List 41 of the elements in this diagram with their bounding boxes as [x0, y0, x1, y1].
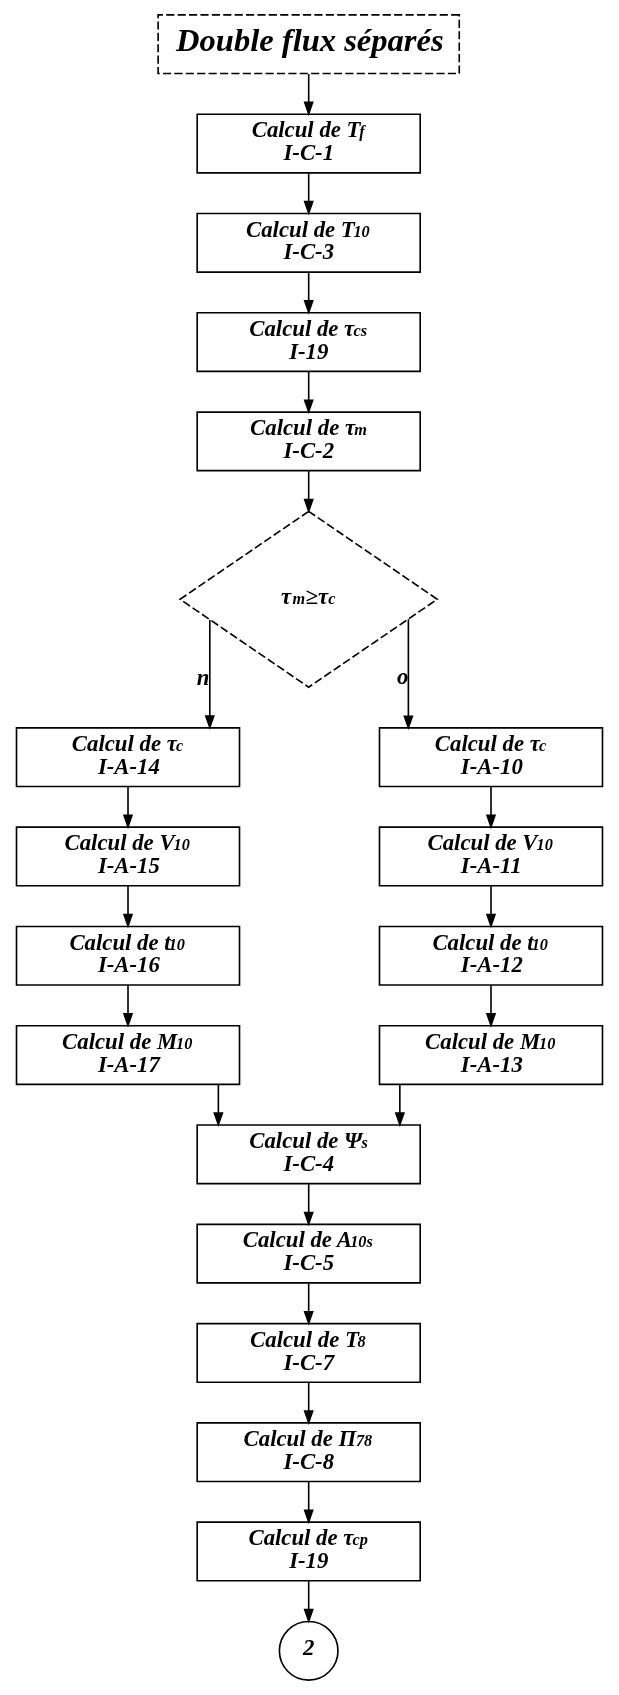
node-box: Calcul de τcs I-19	[196, 311, 421, 373]
node-circle: 2	[278, 1620, 339, 1681]
node-box: Calcul de τcp I-19	[196, 1521, 421, 1582]
arrow	[303, 470, 314, 514]
arrow	[403, 618, 414, 731]
node-box: Calcul de Π78 I-C-8	[196, 1422, 421, 1483]
node-box: Calcul de T10 I-C-3	[196, 212, 421, 273]
node-box: Calcul de t10 I-A-12	[378, 925, 604, 986]
arrow	[303, 1381, 314, 1425]
node-box: Calcul de τc I-A-10	[378, 727, 604, 788]
arrow	[122, 885, 134, 929]
arrow	[394, 1084, 405, 1127]
arrow	[303, 371, 314, 415]
arrow	[303, 1282, 314, 1326]
node-box: Calcul de Ψs I-C-4	[196, 1124, 421, 1185]
edge-label: o	[396, 664, 409, 690]
node-box: Calcul de τm I-C-2	[196, 411, 421, 472]
node-box: Calcul de τc I-A-14	[15, 727, 241, 788]
arrow	[122, 786, 134, 830]
node-box: Calcul de M10 I-A-13	[378, 1024, 604, 1086]
arrow	[485, 984, 497, 1028]
arrow	[303, 1481, 314, 1525]
arrow	[213, 1084, 224, 1127]
arrow	[485, 786, 497, 830]
node-box: Calcul de t10 I-A-16	[15, 925, 241, 986]
node-box: Double flux séparés	[157, 14, 461, 75]
arrow	[122, 984, 134, 1028]
arrow	[485, 885, 497, 929]
arrow	[303, 172, 314, 216]
arrow	[204, 619, 215, 730]
node-box: Calcul de M10 I-A-17	[15, 1024, 241, 1086]
node-box: Calcul de V10 I-A-15	[15, 826, 241, 887]
node-box: Calcul de V10 I-A-11	[378, 826, 604, 887]
node-box: Calcul de Tf I-C-1	[196, 113, 421, 174]
arrow	[303, 1580, 314, 1624]
arrow	[303, 271, 314, 315]
node-box: Calcul de A10s I-C-5	[196, 1223, 421, 1284]
arrow	[303, 73, 314, 117]
arrow	[303, 1183, 314, 1227]
node-box: Calcul de T8 I-C-7	[196, 1322, 421, 1384]
edge-label: n	[196, 664, 210, 690]
